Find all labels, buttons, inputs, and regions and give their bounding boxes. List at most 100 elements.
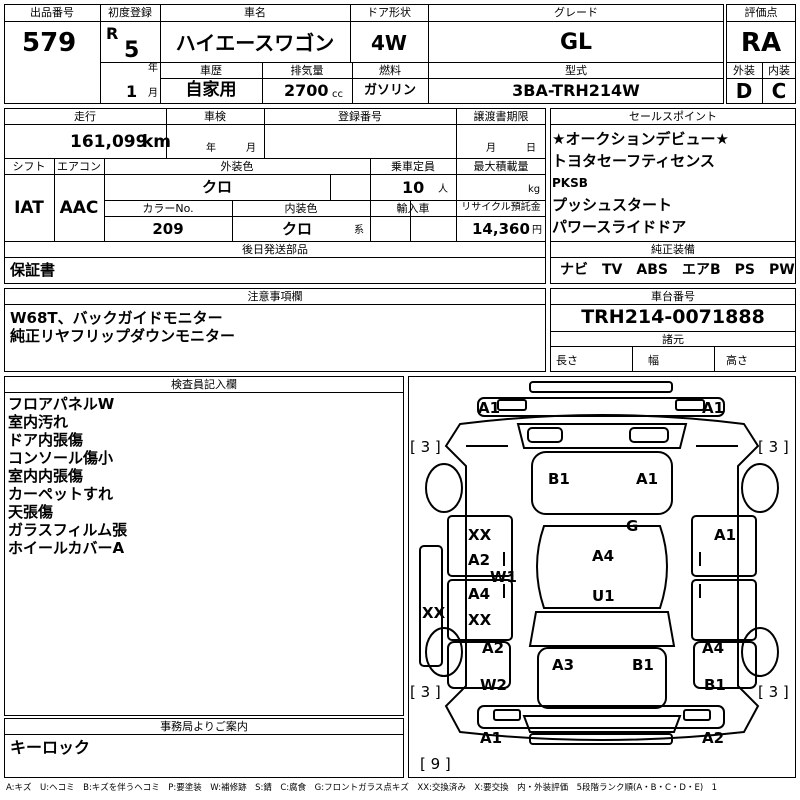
sales-points-list: ★オークションデビュー★ トヨタセーフティセンス PKSB プッシュスタート パ… — [552, 130, 729, 240]
fuel-label: 燃料 — [379, 64, 401, 77]
notes-label: 注意事項欄 — [247, 290, 303, 303]
capacity-unit: 人 — [438, 184, 448, 195]
damage-roof-front: A4 — [592, 547, 615, 565]
recycle-fee: 14,360 — [472, 220, 530, 238]
tire-rear-right: [ 3 ] — [758, 683, 789, 701]
max-load-label: 最大積載量 — [473, 160, 529, 173]
displacement-label: 排気量 — [290, 64, 324, 77]
chassis-number: TRH214-0071888 — [581, 306, 765, 328]
sales-point-item: PKSB — [552, 176, 588, 190]
damage-rear-right-fender: A4 — [702, 639, 725, 657]
sales-point-item: トヨタセーフティセンス — [552, 152, 715, 170]
car-name: ハイエースワゴン — [175, 31, 335, 55]
damage-fl-door-1: XX — [468, 526, 492, 544]
score-label: 評価点 — [744, 6, 778, 19]
model: 3BA-TRH214W — [512, 81, 640, 100]
era: R — [106, 24, 119, 43]
damage-windshield: G — [626, 517, 639, 535]
width-label: 幅 — [648, 354, 659, 367]
registration-label: 登録番号 — [338, 110, 382, 123]
tire-front-left: [ 3 ] — [410, 438, 441, 456]
damage-rl-door-2: XX — [468, 611, 492, 629]
exterior-grade: D — [735, 79, 753, 103]
year-unit: 年 — [148, 63, 158, 74]
sales-point-item: パワースライドドア — [552, 218, 687, 236]
diagram-box — [408, 376, 796, 778]
note-line: 純正リヤフリップダウンモニター — [10, 327, 236, 345]
damage-left-rocker: XX — [422, 604, 446, 622]
notes-list: W68T、バックガイドモニター 純正リヤフリップダウンモニター — [10, 309, 235, 345]
inspector-line: カーペットすれ — [8, 485, 114, 503]
details-box — [4, 108, 546, 284]
transfer-month-unit: 月 — [486, 143, 496, 154]
damage-back-door-left: A3 — [552, 656, 575, 674]
equipment-label: 純正装備 — [651, 243, 695, 256]
inspector-box — [4, 376, 404, 716]
grade: GL — [559, 30, 593, 55]
interior-grade: C — [771, 79, 787, 103]
score: RA — [740, 28, 782, 58]
car-name-label: 車名 — [244, 6, 266, 19]
inspector-notes: フロアパネルW 室内汚れ ドア内張傷 コンソール傷小 室内内張傷 カーペットすれ… — [8, 395, 127, 557]
damage-front-right: A1 — [702, 399, 725, 417]
reg-month: 1 — [126, 82, 138, 101]
office-label: 事務局よりご案内 — [160, 720, 248, 733]
door-type: 4W — [371, 31, 407, 55]
transfer-label: 譲渡書期限 — [473, 110, 529, 123]
later-parts-label: 後日発送部品 — [242, 243, 308, 256]
inspector-line: ドア内張傷 — [8, 431, 84, 449]
int-color-label: 内装色 — [284, 202, 318, 215]
lot-number: 579 — [22, 28, 77, 58]
mileage-label: 走行 — [74, 110, 96, 123]
damage-hood-right: A1 — [636, 470, 659, 488]
office-text: キーロック — [10, 738, 91, 757]
mileage-unit: km — [142, 132, 172, 152]
damage-right-door-front: A1 — [714, 526, 737, 544]
height-label: 高さ — [726, 354, 748, 367]
damage-back-door-right: B1 — [632, 656, 654, 674]
inspector-line: 室内汚れ — [8, 413, 69, 431]
aircon-label: エアコン — [57, 160, 101, 173]
sales-points-box — [550, 108, 796, 284]
model-label: 型式 — [565, 64, 587, 77]
grade-label: グレード — [554, 6, 598, 19]
specs-label: 諸元 — [662, 333, 684, 346]
int-color-unit: 系 — [354, 225, 364, 236]
inspection-month-unit: 月 — [246, 143, 256, 154]
displacement-unit: cc — [332, 89, 343, 100]
damage-front-left: A1 — [478, 399, 501, 417]
displacement: 2700 — [284, 81, 329, 100]
exterior-label: 外装 — [733, 64, 755, 77]
int-color: クロ — [282, 220, 313, 238]
max-load-unit: kg — [528, 184, 541, 195]
inspector-line: フロアパネルW — [8, 395, 115, 413]
color-no-label: カラーNo. — [142, 202, 194, 215]
transfer-day-unit: 日 — [526, 143, 536, 154]
later-parts: 保証書 — [10, 261, 56, 279]
inspection-year-unit: 年 — [206, 143, 216, 154]
chassis-label: 車台番号 — [651, 290, 695, 303]
office-box — [4, 718, 404, 778]
damage-rear-bumper-left: A1 — [480, 729, 503, 747]
recycle-label: リサイクル預託金 — [461, 202, 541, 213]
history-label: 車歴 — [200, 64, 222, 77]
capacity-label: 乗車定員 — [391, 160, 435, 173]
inspector-line: 室内内張傷 — [8, 467, 84, 485]
length-label: 長さ — [556, 354, 578, 367]
inspector-line: ガラスフィルム張 — [8, 521, 128, 539]
notes-box — [4, 288, 546, 372]
car-body-diagram — [419, 381, 779, 745]
aircon: AAC — [59, 198, 99, 218]
damage-rear-left-fender: A2 — [482, 639, 505, 657]
legend: A:キズ U:ヘコミ B:キズを伴うヘコミ P:要塗装 W:補修跡 S:錆 C:… — [6, 783, 718, 793]
damage-rear-right-quarter: B1 — [704, 676, 726, 694]
damage-fl-door-2: A2 — [468, 551, 491, 569]
ext-color: クロ — [201, 178, 232, 196]
capacity: 10 — [402, 178, 425, 197]
inspector-line: 天張傷 — [8, 503, 54, 521]
first-reg-label: 初度登録 — [108, 6, 152, 19]
door-label: ドア形状 — [367, 6, 411, 19]
damage-hood-left: B1 — [548, 470, 570, 488]
inspector-label: 検査員記入欄 — [171, 378, 237, 391]
shift: IAT — [14, 198, 44, 218]
